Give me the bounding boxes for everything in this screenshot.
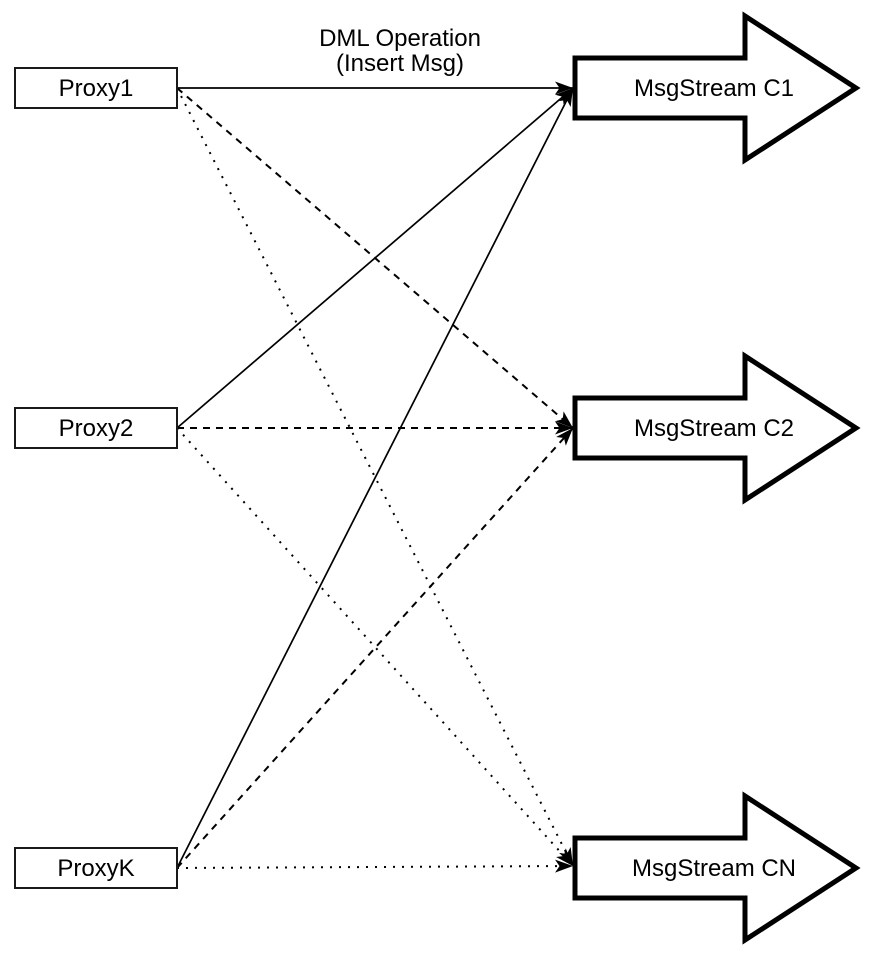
proxy2-label: Proxy2: [59, 415, 134, 442]
msgstream-c2-arrow-shape: [572, 351, 861, 505]
msgstream-cn-label: MsgStream CN: [632, 855, 796, 882]
proxy1-label: Proxy1: [59, 75, 134, 102]
proxy1-box: [14, 67, 178, 109]
edge-proxyk-to-c1: [176, 87, 574, 869]
edge-proxy2-to-cn: [176, 427, 574, 867]
proxyk-label: ProxyK: [57, 855, 134, 882]
edge-proxy1-to-c2: [176, 87, 574, 429]
msgstream-cn-arrow-shape: [572, 791, 861, 945]
edge-proxy1-to-cn: [176, 87, 574, 867]
msgstream-c1-arrow-shape: [572, 11, 861, 165]
msgstream-c1-label: MsgStream C1: [634, 75, 794, 102]
annotation-line2: (Insert Msg): [336, 50, 464, 77]
proxy2-box: [14, 407, 178, 449]
msgstream-c2-label: MsgStream C2: [634, 415, 794, 442]
edge-proxyk-to-c2: [176, 427, 574, 869]
annotation-line1: DML Operation: [319, 25, 481, 52]
proxyk-box: [14, 847, 178, 889]
edge-proxyk-to-cn: [176, 859, 574, 873]
